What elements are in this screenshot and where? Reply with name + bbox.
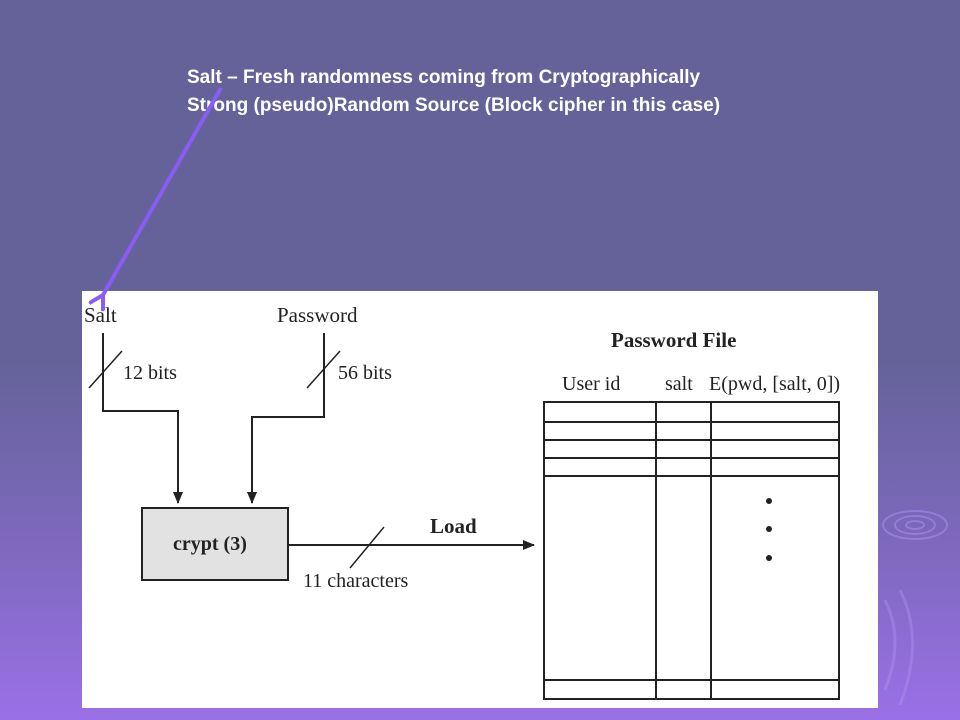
salt-bus-slash bbox=[88, 350, 123, 389]
password-label: Password bbox=[277, 303, 358, 327]
password-bits-label: 56 bits bbox=[338, 362, 392, 384]
swirl-arc-1 bbox=[883, 599, 897, 691]
ripple-ring-outer bbox=[882, 510, 948, 540]
password-salting-diagram: Salt Password 12 bits 56 bits crypt (3) … bbox=[82, 291, 878, 708]
password-input-line bbox=[247, 333, 325, 504]
column-header-encrypted-password: E(pwd, [salt, 0]) bbox=[709, 373, 840, 395]
column-header-salt: salt bbox=[665, 373, 693, 395]
password-bus-slash bbox=[306, 350, 341, 389]
column-header-user-id: User id bbox=[562, 373, 620, 395]
salt-input-line bbox=[102, 333, 183, 504]
ripple-ring-middle bbox=[894, 515, 936, 535]
salt-bits-label: 12 bits bbox=[123, 362, 177, 384]
crypt-function-box bbox=[141, 507, 289, 581]
swirl-arc-2 bbox=[898, 589, 914, 706]
ellipsis-dots bbox=[766, 498, 772, 561]
password-file-table bbox=[543, 401, 840, 700]
load-label: Load bbox=[430, 514, 477, 538]
crypt-label: crypt (3) bbox=[173, 533, 247, 555]
output-bus-slash bbox=[349, 526, 385, 569]
caption-line-1: Salt – Fresh randomness coming from Cryp… bbox=[187, 67, 701, 88]
password-file-title: Password File bbox=[611, 328, 736, 352]
salt-label: Salt bbox=[84, 303, 117, 327]
output-characters-label: 11 characters bbox=[303, 570, 409, 592]
ripple-ring-inner bbox=[905, 520, 925, 530]
salt-explanation-caption: Salt – Fresh randomness coming from Cryp… bbox=[187, 64, 907, 120]
caption-line-2: Strong (pseudo)Random Source (Block ciph… bbox=[187, 95, 721, 116]
